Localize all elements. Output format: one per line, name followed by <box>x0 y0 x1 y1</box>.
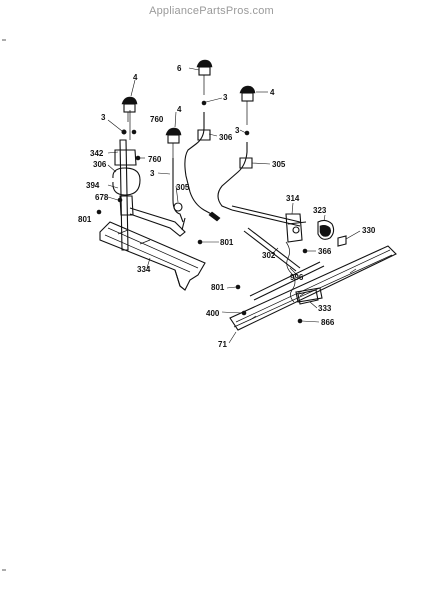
screw-678 <box>117 197 123 203</box>
igniter-760 <box>165 127 182 158</box>
callout-4-right: 4 <box>270 88 275 97</box>
callout-4-left: 4 <box>133 73 138 82</box>
callout-760-left: 760 <box>148 155 162 164</box>
callout-labels: 6 3 4 4 4 3 760 306 3 342 306 760 3 305 … <box>78 64 376 349</box>
callout-3-top: 3 <box>223 93 228 102</box>
screw-3-right <box>244 130 250 136</box>
callout-400: 400 <box>206 309 220 318</box>
callout-3-mid: 3 <box>150 169 155 178</box>
igniter-6-top <box>196 59 213 95</box>
knob-323 <box>317 219 335 240</box>
callout-801-mid: 801 <box>220 238 234 247</box>
callout-801-bottom: 801 <box>211 283 225 292</box>
screw-801-left <box>96 209 102 215</box>
gas-valve-assembly <box>112 110 186 251</box>
screw-342 <box>121 129 127 135</box>
screw-3-top <box>201 100 207 106</box>
callout-4-mid: 4 <box>177 105 182 114</box>
screw-366 <box>302 248 308 254</box>
watermark: AppliancePartsPros.com <box>149 5 274 17</box>
rod-302 <box>231 205 301 227</box>
tube-305-right <box>217 142 253 211</box>
igniter-4-left <box>121 96 138 122</box>
bracket-333 <box>297 289 319 305</box>
bushing-330 <box>337 235 347 247</box>
corner-marks <box>2 39 6 571</box>
callout-305-right: 305 <box>272 160 286 169</box>
valve-314 <box>285 213 307 243</box>
screw-3-left <box>131 129 137 135</box>
screw-400 <box>241 310 247 316</box>
tube-306 <box>184 112 221 222</box>
callout-323: 323 <box>313 206 327 215</box>
callout-314: 314 <box>286 194 300 203</box>
tube-305-lower <box>172 158 186 231</box>
callout-760-mid: 760 <box>150 115 164 124</box>
callout-330: 330 <box>362 226 376 235</box>
callout-801-left: 801 <box>78 215 92 224</box>
screw-801-bottom <box>235 284 241 290</box>
screw-866 <box>297 318 303 324</box>
callout-334: 334 <box>137 265 151 274</box>
callout-302: 302 <box>262 251 276 260</box>
callout-996: 996 <box>290 273 304 282</box>
callout-3-right: 3 <box>235 126 240 135</box>
callout-71: 71 <box>218 340 227 349</box>
burner-bracket-334 <box>99 221 206 291</box>
igniter-4-right <box>239 85 256 125</box>
callout-866: 866 <box>321 318 335 327</box>
callout-394: 394 <box>86 181 100 190</box>
callout-366: 366 <box>318 247 332 256</box>
callout-6: 6 <box>177 64 182 73</box>
callout-3-left: 3 <box>101 113 106 122</box>
screw-801-mid <box>197 239 203 245</box>
callout-333: 333 <box>318 304 332 313</box>
manifold-pipe <box>249 261 325 301</box>
callout-306-top: 306 <box>219 133 233 142</box>
callout-305-mid: 305 <box>176 183 190 192</box>
callout-342: 342 <box>90 149 104 158</box>
rod-302-lower <box>243 227 301 272</box>
callout-678: 678 <box>95 193 109 202</box>
leader-lines <box>107 67 361 344</box>
spring-996 <box>285 241 296 303</box>
callout-306-left: 306 <box>93 160 107 169</box>
manifold-71 <box>229 245 397 331</box>
